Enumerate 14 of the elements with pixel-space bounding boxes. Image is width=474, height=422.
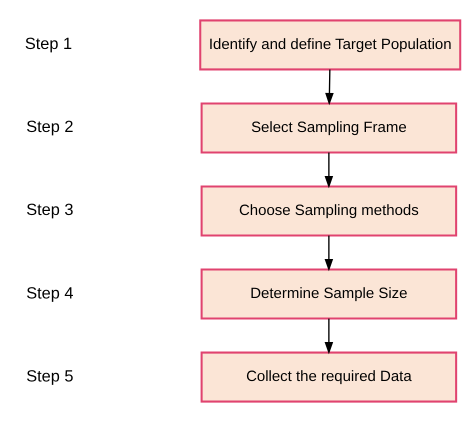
node-box: Collect the required Data [200, 352, 458, 403]
label: Step 2 [26, 118, 74, 136]
node-box: Choose Sampling methods [200, 185, 458, 237]
label: Step 4 [26, 284, 74, 302]
arrow [324, 152, 334, 188]
node-box: Determine Sample Size [200, 268, 458, 320]
label: Step 5 [26, 367, 74, 386]
label: Step 1 [24, 35, 72, 54]
arrow [325, 70, 334, 106]
arrow [324, 318, 334, 354]
arrow [324, 236, 334, 272]
node-box: Identify and define Target Population [199, 19, 462, 70]
node-box: Select Sampling Frame [200, 102, 458, 154]
label: Step 3 [26, 201, 74, 220]
